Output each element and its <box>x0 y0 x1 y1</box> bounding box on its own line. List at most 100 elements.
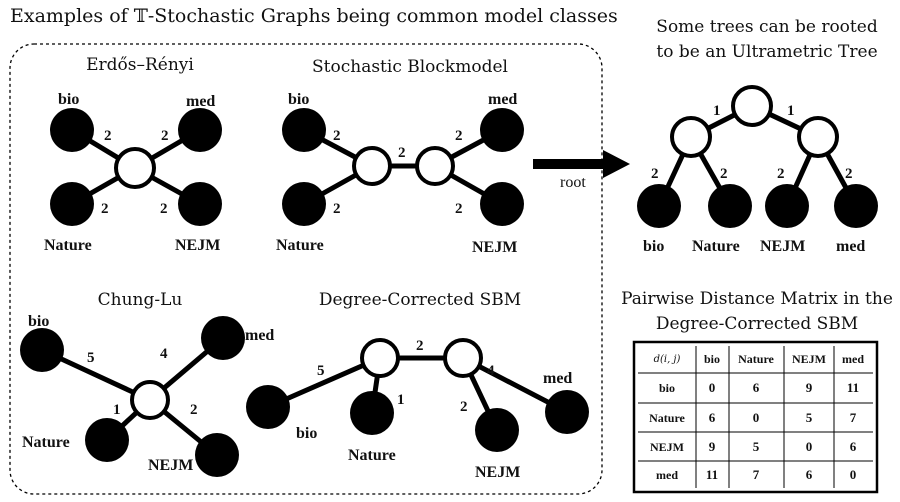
matrix-col-header: bio <box>704 352 720 366</box>
er-label-med: med <box>186 93 215 110</box>
matrix-cell: 6 <box>806 467 813 482</box>
dcsbm-weight-nejm: 2 <box>460 399 468 415</box>
er-title: Erdős–Rényi <box>86 55 194 75</box>
er-node-nature <box>50 182 94 226</box>
matrix-cell: 6 <box>709 410 716 425</box>
tree-internal-left <box>670 116 712 158</box>
dcsbm-weight-center: 2 <box>416 338 424 354</box>
tree-weight-root-right: 1 <box>787 103 795 119</box>
matrix-cell: 0 <box>850 467 857 482</box>
root-arrow: root <box>533 150 630 191</box>
er-weight-nejm: 2 <box>160 201 168 217</box>
tree-node-nature <box>708 184 752 228</box>
cl-weight-nature: 1 <box>113 402 121 418</box>
matrix-cell: 5 <box>806 410 813 425</box>
sbm-label-nejm: NEJM <box>472 239 517 256</box>
tree-node-med <box>834 184 878 228</box>
sbm-panel: Stochastic Blockmodel bio med Nature NEJ… <box>276 57 524 256</box>
cl-weight-bio: 5 <box>87 350 95 366</box>
matrix-col-header: NEJM <box>792 352 826 366</box>
matrix-cell: 0 <box>753 410 760 425</box>
tree-weight-nature: 2 <box>720 166 728 182</box>
dcsbm-node-med <box>545 390 589 434</box>
er-node-nejm <box>178 182 222 226</box>
sbm-hub-right <box>415 146 455 186</box>
sbm-node-nejm <box>480 182 524 226</box>
sbm-hub-left <box>352 146 392 186</box>
root-arrow-head <box>603 150 630 178</box>
sbm-weight-center: 2 <box>398 145 406 161</box>
dcsbm-label-nejm: NEJM <box>475 464 520 481</box>
models-container <box>9 43 603 495</box>
tree-root <box>731 85 773 127</box>
cl-node-nejm <box>195 433 239 477</box>
tree-weight-nejm: 2 <box>777 166 785 182</box>
sbm-title: Stochastic Blockmodel <box>312 57 508 77</box>
cl-hub <box>130 380 170 420</box>
dcsbm-panel: Degree-Corrected SBM bio med Nature NEJM… <box>246 290 589 481</box>
matrix-col-header: Nature <box>738 352 774 366</box>
matrix-row-header: med <box>656 468 678 482</box>
dcsbm-node-nature <box>350 391 394 435</box>
matrix-cell: 7 <box>753 467 760 482</box>
matrix-corner: d(i, j) <box>654 354 681 365</box>
cl-node-med <box>201 316 245 360</box>
matrix-frame <box>632 340 879 494</box>
tree-label-bio: bio <box>643 238 664 255</box>
sbm-node-bio <box>282 108 326 152</box>
matrix-cell: 7 <box>850 410 857 425</box>
sbm-label-bio: bio <box>288 91 309 108</box>
ultrametric-tree: Some trees can be rooted to be an Ultram… <box>637 17 878 255</box>
dcsbm-weight-nature: 1 <box>397 392 405 408</box>
matrix-cell: 6 <box>850 439 857 454</box>
cl-node-bio <box>20 328 64 372</box>
tree-node-nejm <box>765 184 809 228</box>
matrix-row-header: Nature <box>649 411 685 425</box>
matrix-cell: 9 <box>709 439 716 454</box>
distance-matrix: Pairwise Distance Matrix in the Degree-C… <box>621 289 893 494</box>
matrix-cell: 5 <box>753 439 760 454</box>
matrix-title-line1: Pairwise Distance Matrix in the <box>621 289 893 309</box>
tree-label-med: med <box>836 238 865 255</box>
sbm-weight-nature: 2 <box>333 201 341 217</box>
sbm-weight-med: 2 <box>455 128 463 144</box>
cl-panel: Chung-Lu bio med Nature NEJM 5 4 1 2 <box>20 290 274 477</box>
er-weight-bio: 2 <box>104 128 112 144</box>
matrix-cell: 6 <box>753 380 760 395</box>
er-label-bio: bio <box>58 91 79 108</box>
dcsbm-weight-bio: 5 <box>317 363 325 379</box>
sbm-node-med <box>480 108 524 152</box>
matrix-col-header: med <box>842 352 864 366</box>
cl-weight-nejm: 2 <box>190 402 198 418</box>
cl-weight-med: 4 <box>160 346 168 362</box>
sbm-weight-bio: 2 <box>333 128 341 144</box>
tree-node-bio <box>637 184 681 228</box>
er-node-med <box>178 108 222 152</box>
cl-title: Chung-Lu <box>98 290 183 310</box>
matrix-cell: 11 <box>847 380 859 395</box>
sbm-node-nature <box>282 182 326 226</box>
sbm-weight-nejm: 2 <box>455 201 463 217</box>
root-arrow-label: root <box>560 174 586 191</box>
matrix-title-line2: Degree-Corrected SBM <box>656 314 858 334</box>
cl-label-bio: bio <box>28 313 49 330</box>
matrix-cell: 11 <box>706 467 718 482</box>
matrix-cell: 0 <box>806 439 813 454</box>
matrix-cell: 0 <box>709 380 716 395</box>
cl-label-nature: Nature <box>22 434 70 451</box>
sbm-label-med: med <box>488 91 517 108</box>
matrix-cell: 9 <box>806 380 813 395</box>
dcsbm-weight-med: 4 <box>487 363 495 379</box>
matrix-row-header: NEJM <box>650 440 684 454</box>
dcsbm-title: Degree-Corrected SBM <box>319 290 521 310</box>
er-label-nejm: NEJM <box>175 237 220 254</box>
dcsbm-label-nature: Nature <box>348 447 396 464</box>
tree-weight-med: 2 <box>845 166 853 182</box>
er-hub <box>114 147 156 189</box>
cl-label-nejm: NEJM <box>148 457 193 474</box>
er-panel: Erdős–Rényi bio med Nature NEJM 2 2 2 2 <box>44 55 222 254</box>
dcsbm-hub-left <box>360 338 400 378</box>
cl-label-med: med <box>245 327 274 344</box>
main-title: Examples of 𝕋-Stochastic Graphs being co… <box>10 5 618 27</box>
